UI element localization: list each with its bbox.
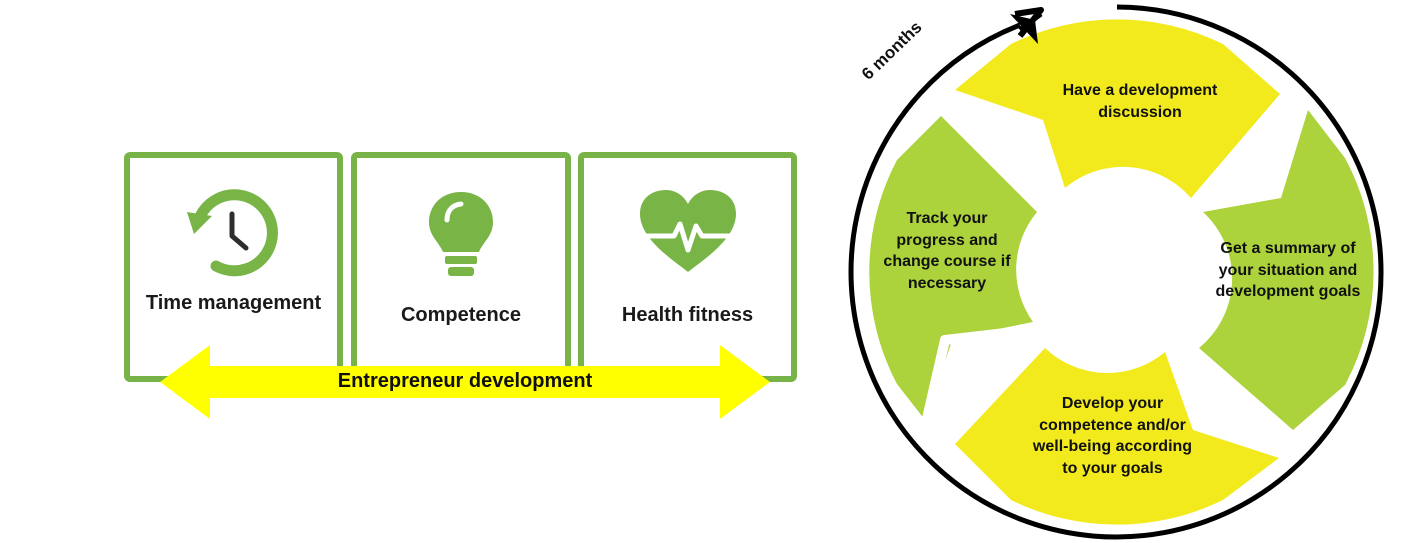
cycle-step-2-text: Get a summary of your situation and deve… [1215,240,1361,300]
box-label-health-fitness: Health fitness [621,304,754,326]
cycle-segment-top [955,19,1280,199]
health-fitness-box: Health fitness [578,152,797,382]
box-label-time-management: Time management [145,292,322,314]
cycle-step-4-text: Track your progress and change course if… [883,210,1011,292]
cycle-step-3-text: Develop your competence and/or well-bein… [1032,395,1193,477]
cycle-segment-bottom [955,348,1279,525]
cycle-diagram [848,4,1384,540]
lightbulb-icon [357,186,565,278]
heart-pulse-icon [584,186,791,278]
cycle-segment-left [869,116,1037,420]
time-management-box: Time management [124,152,343,382]
competence-box: Competence [351,152,571,382]
cycle-segment-right [1199,110,1374,430]
history-clock-icon [130,186,337,278]
arrow-label: Entrepreneur development [337,370,593,392]
double-arrow-icon [160,345,770,419]
cycle-step-1-text: Have a development discussion [1062,82,1218,121]
box-label-competence: Competence [400,304,522,326]
